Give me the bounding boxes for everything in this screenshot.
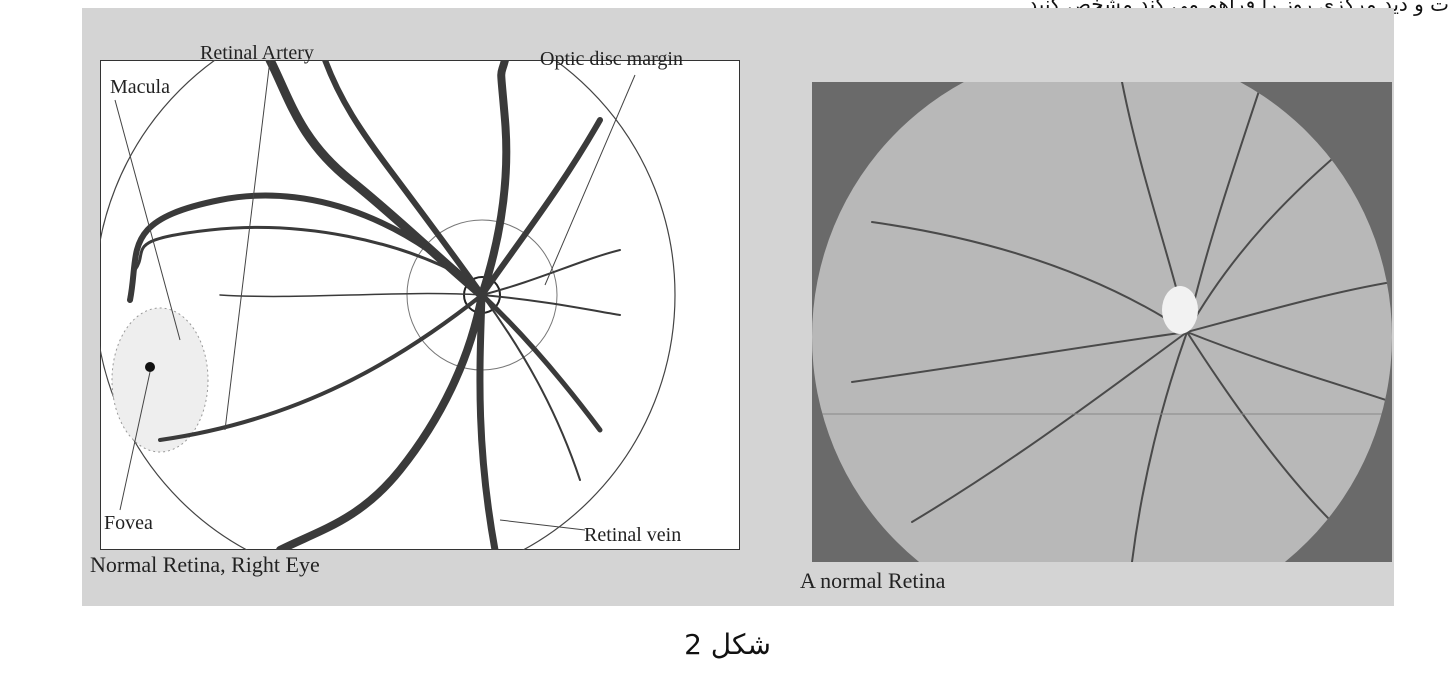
diagram-caption: Normal Retina, Right Eye	[90, 552, 320, 578]
photo-optic-disc	[1162, 286, 1198, 334]
label-retinal-vein: Retinal vein	[584, 524, 681, 547]
fundus-photo	[812, 82, 1392, 562]
label-fovea: Fovea	[104, 512, 153, 535]
label-macula: Macula	[110, 76, 170, 99]
retina-diagram	[100, 60, 740, 550]
label-retinal-artery: Retinal Artery	[200, 42, 314, 65]
macula-region	[112, 308, 208, 452]
figure-caption: شکل 2	[0, 628, 1455, 661]
photo-caption: A normal Retina	[800, 568, 945, 594]
label-optic-disc-margin: Optic disc margin	[540, 48, 683, 71]
fovea-dot	[145, 362, 155, 372]
